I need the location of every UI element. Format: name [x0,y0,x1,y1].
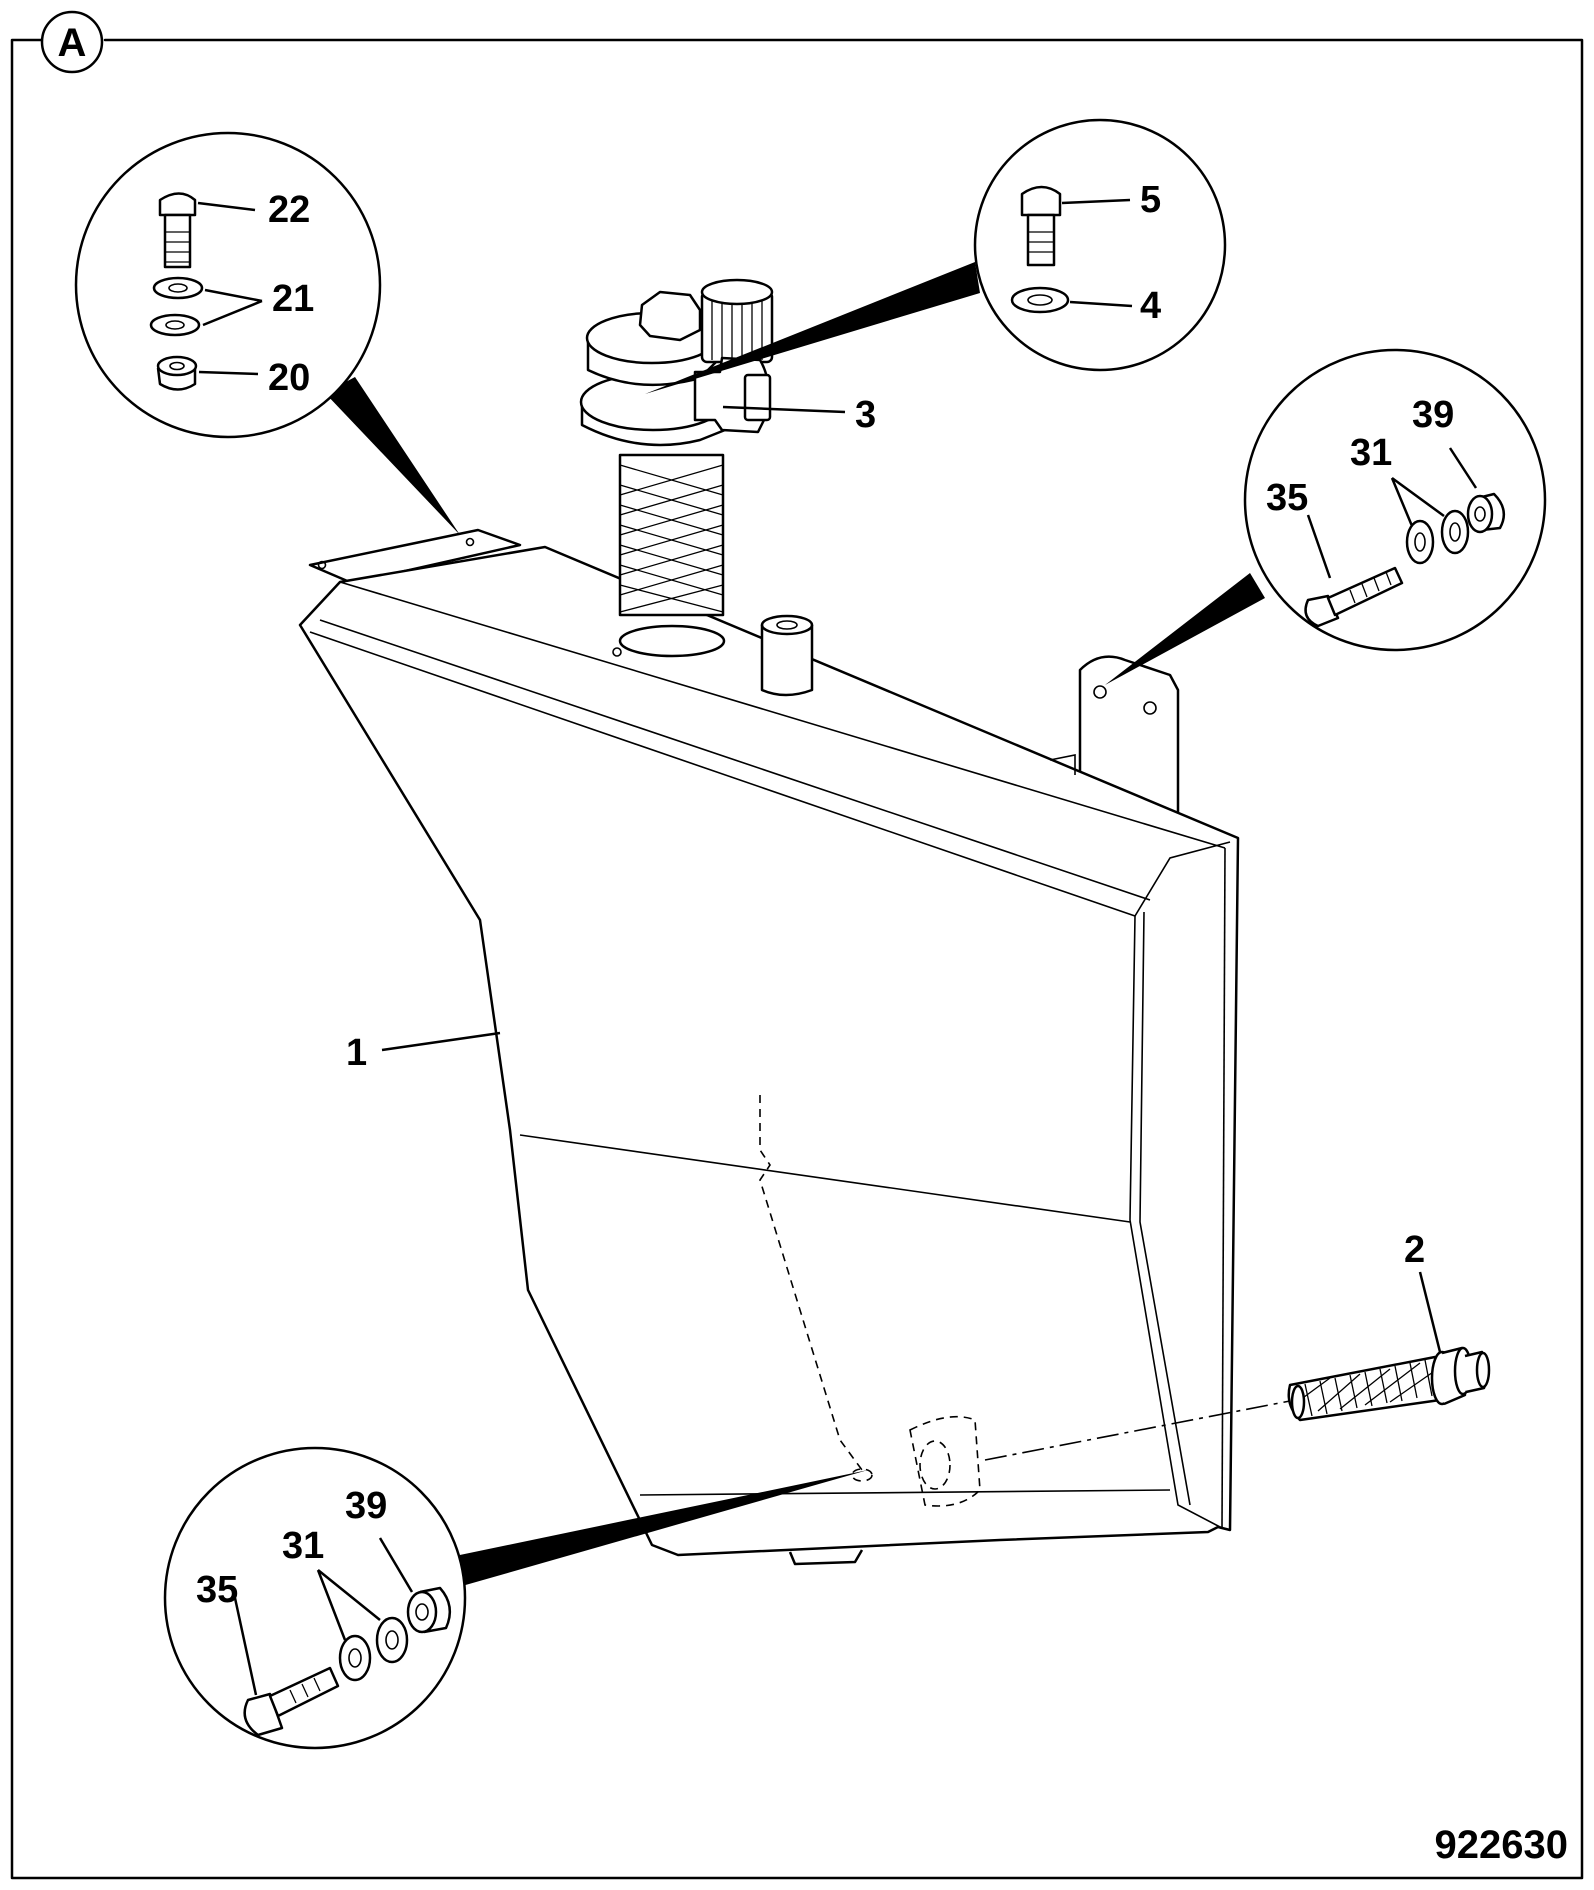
callout-35-bottom: 35 [196,1569,238,1611]
detail-bubble-bottom-left: 35 31 39 [163,1446,868,1750]
detail-bubble-right: 35 31 39 [1105,348,1547,685]
strainer-mesh [619,464,724,613]
callout-20: 20 [268,357,310,399]
filler-breather-assembly [579,278,774,617]
callout-39-right: 39 [1412,394,1454,436]
detail-bubble-top-left: 22 21 20 [74,131,460,535]
bolt-icon [1020,185,1062,267]
callout-31-right: 31 [1350,432,1392,474]
figure-frame: A [10,10,1584,1880]
nut-icon [406,1586,452,1634]
callout-4: 4 [1140,285,1161,327]
figure-number: 922630 [1435,1823,1568,1867]
callout-31-bottom: 31 [282,1525,324,1567]
callout-35-right: 35 [1266,477,1308,519]
drain-plug [1287,1346,1491,1422]
drain-plug-thread [1299,1359,1437,1417]
washer-icon [1010,286,1070,314]
hydraulic-tank [298,528,1296,1566]
bolt-icon [243,1666,340,1737]
main-callouts: 3 1 2 [346,394,1442,1353]
detail-bubble-top-right: 5 4 [645,118,1227,394]
callout-39-bottom: 39 [345,1485,387,1527]
callout-22: 22 [268,189,310,231]
nut-icon [156,355,198,391]
view-label: A [58,21,87,65]
washer-icon [149,276,204,337]
callout-2: 2 [1404,1229,1425,1271]
washer-icon [1405,509,1470,565]
callout-1: 1 [346,1032,367,1074]
callout-3: 3 [855,394,876,436]
nut-icon [1466,492,1506,534]
bolt-icon [158,192,197,269]
callout-21: 21 [272,278,314,320]
washer-icon [338,1616,409,1682]
bolt-icon [1304,566,1404,628]
callout-5: 5 [1140,179,1161,221]
